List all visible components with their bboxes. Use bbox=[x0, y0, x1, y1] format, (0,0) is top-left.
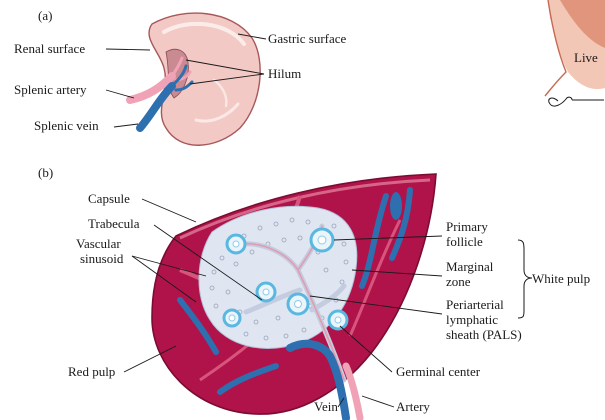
corner-figure-fragment: Live bbox=[545, 0, 605, 106]
label-splenic-vein: Splenic vein bbox=[34, 118, 99, 133]
follicle bbox=[288, 294, 308, 314]
follicle bbox=[329, 311, 347, 329]
label-white-pulp: White pulp bbox=[532, 271, 590, 286]
label-pals-1: Periarterial bbox=[446, 297, 504, 312]
follicle bbox=[224, 310, 240, 326]
label-marginal-zone-2: zone bbox=[446, 274, 471, 289]
label-pals-2: lymphatic bbox=[446, 312, 498, 327]
label-renal-surface: Renal surface bbox=[14, 41, 85, 56]
label-artery: Artery bbox=[396, 399, 430, 414]
label-capsule: Capsule bbox=[88, 191, 130, 206]
panel-a-tag: (a) bbox=[38, 8, 52, 23]
label-red-pulp: Red pulp bbox=[68, 364, 115, 379]
label-pals-3: sheath (PALS) bbox=[446, 327, 522, 342]
label-hilum: Hilum bbox=[268, 66, 301, 81]
panel-b: (b) bbox=[38, 165, 590, 418]
label-gastric-surface: Gastric surface bbox=[268, 31, 347, 46]
label-marginal-zone-1: Marginal bbox=[446, 259, 494, 274]
label-vascular-sinusoid-2: sinusoid bbox=[80, 251, 124, 266]
label-vascular-sinusoid-1: Vascular bbox=[76, 236, 121, 251]
follicle bbox=[227, 235, 245, 253]
white-pulp-bracket bbox=[518, 240, 532, 318]
corner-label: Live bbox=[574, 50, 598, 65]
label-vein: Vein bbox=[314, 399, 338, 414]
label-primary-follicle-1: Primary bbox=[446, 219, 488, 234]
follicle bbox=[311, 229, 333, 251]
label-germinal-center: Germinal center bbox=[396, 364, 481, 379]
panel-b-tag: (b) bbox=[38, 165, 53, 180]
label-primary-follicle-2: follicle bbox=[446, 234, 483, 249]
label-splenic-artery: Splenic artery bbox=[14, 82, 87, 97]
panel-a: (a) Renal surface Splenic artery Splenic… bbox=[14, 8, 347, 145]
label-trabecula: Trabecula bbox=[88, 216, 140, 231]
